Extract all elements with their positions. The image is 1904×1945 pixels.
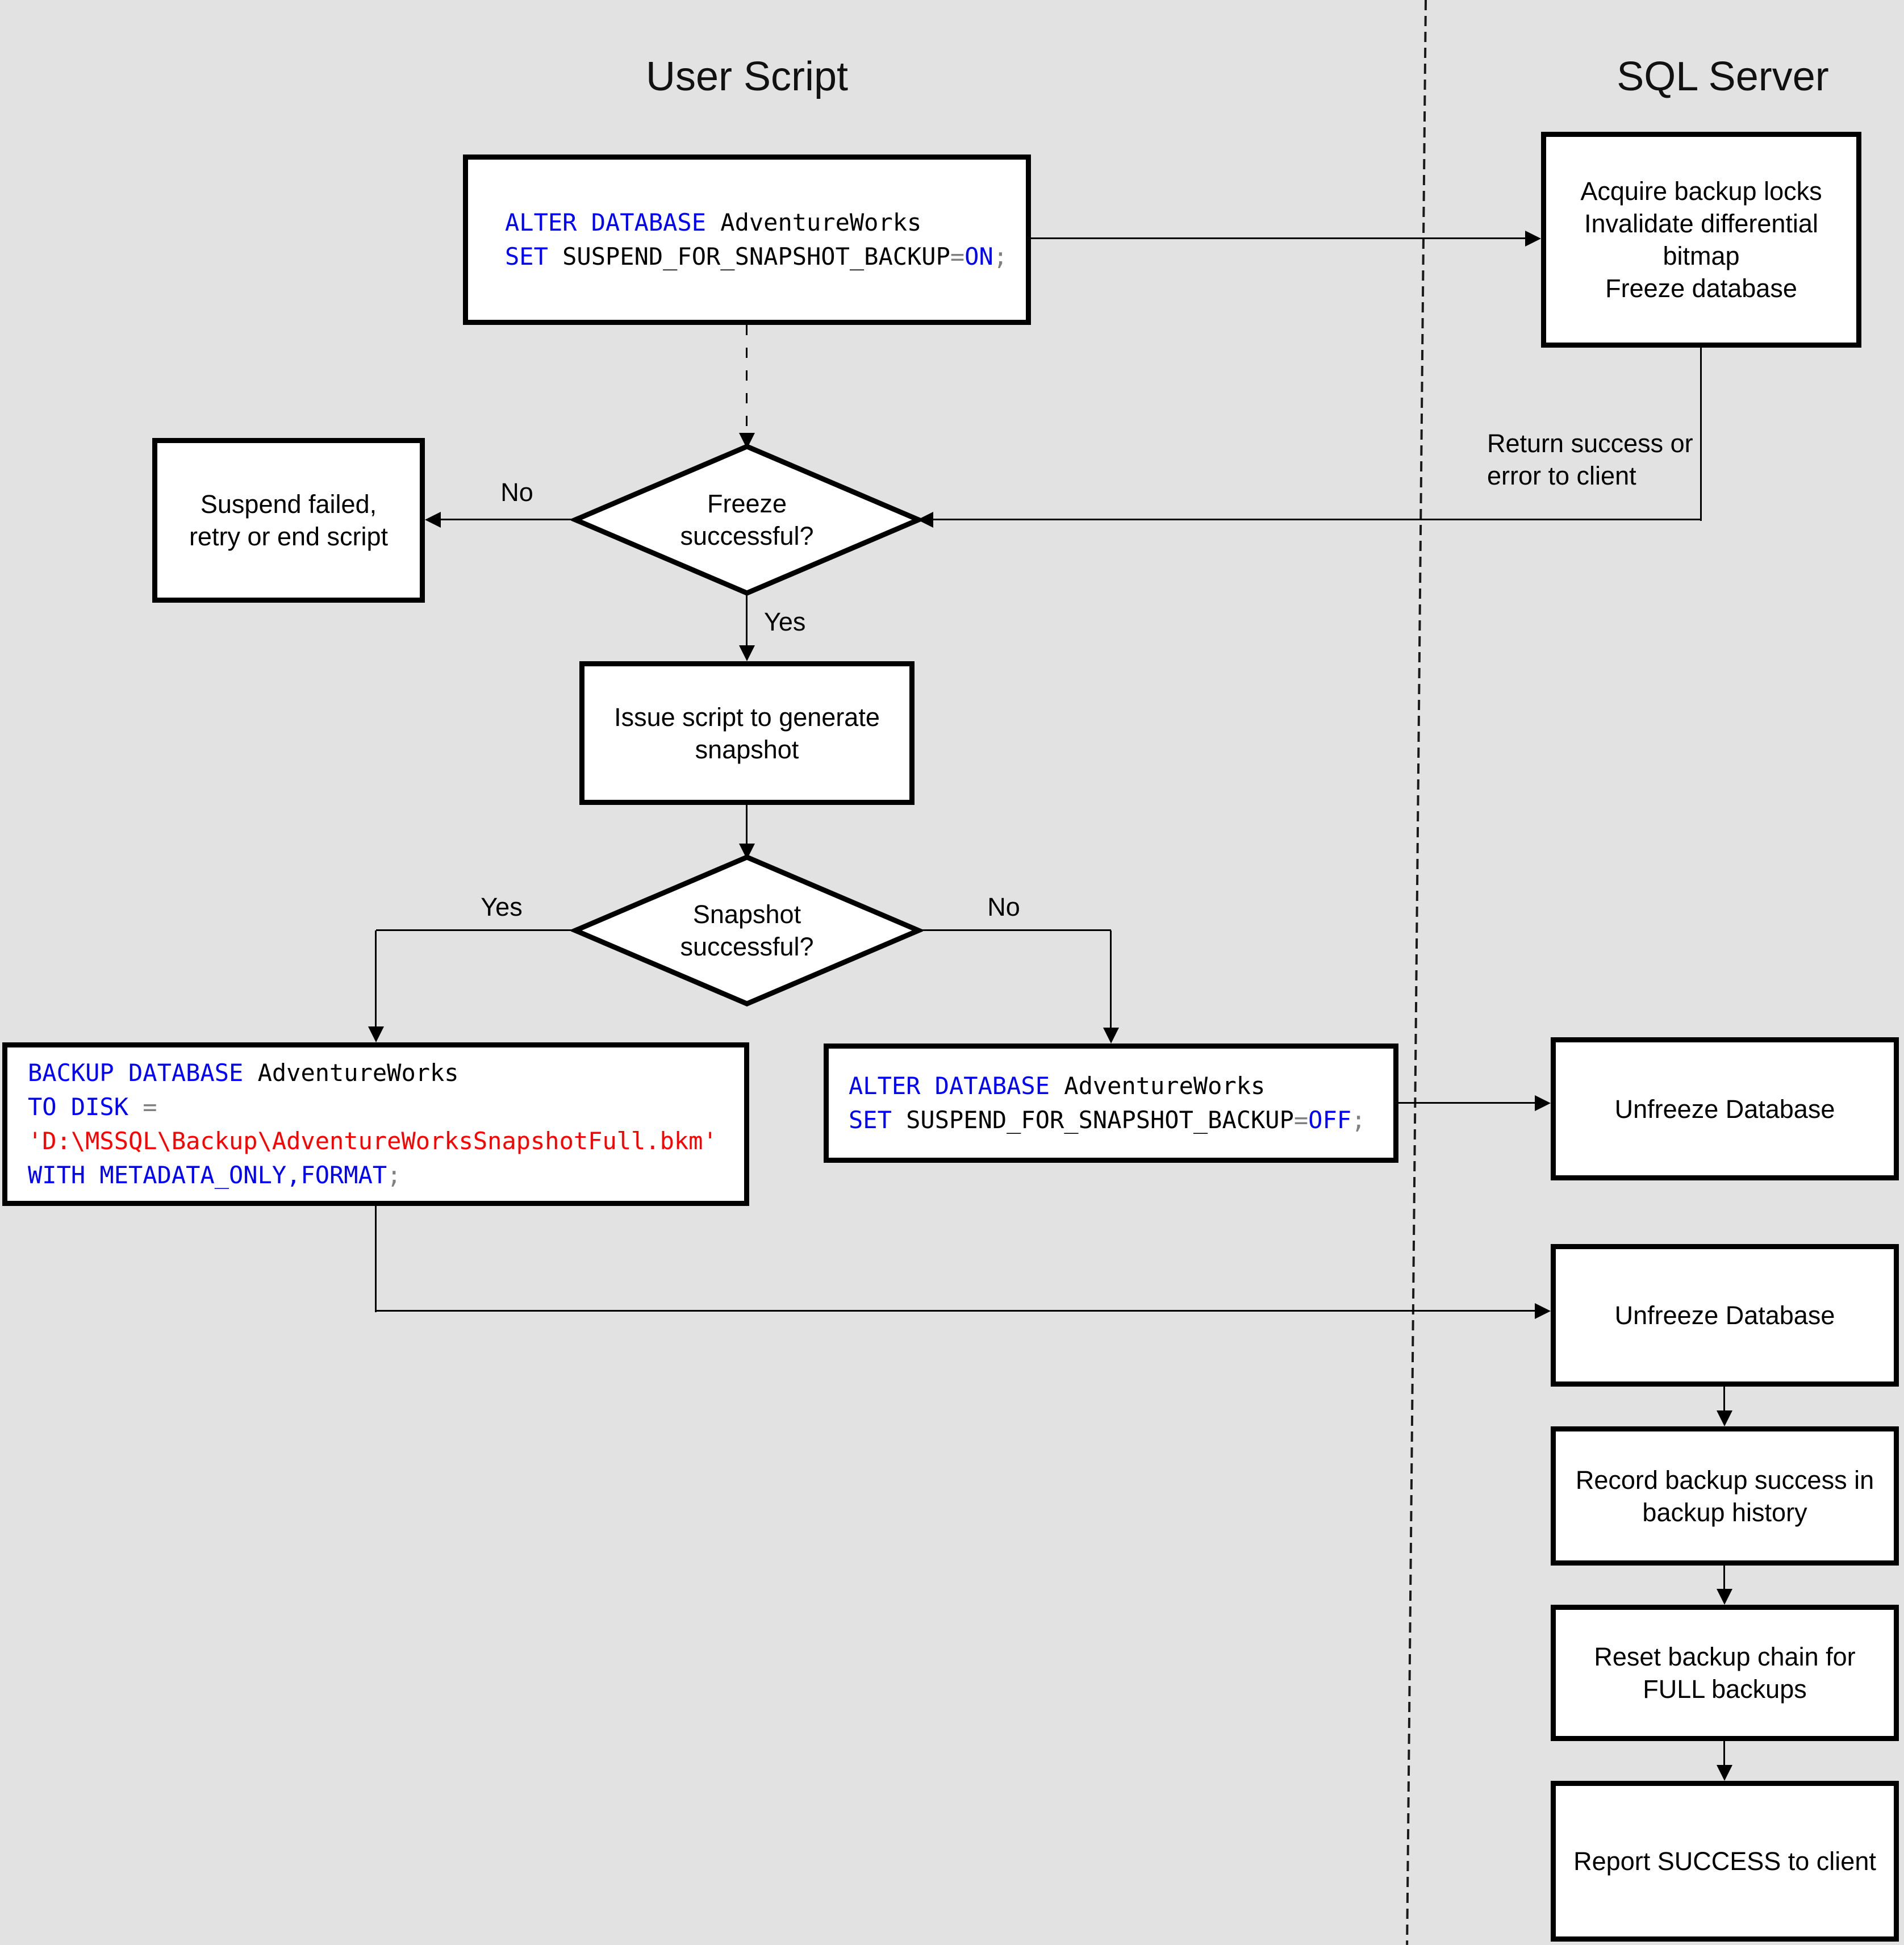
node-alter-suspend-on: ALTER DATABASE AdventureWorks SET SUSPEN… [463,155,1031,325]
sql-operator: = [950,243,965,270]
arrowhead-into-unfreeze1 [1535,1095,1551,1111]
decision-label-line: Snapshot [692,900,801,929]
edge-label-freeze-no: No [500,478,533,507]
sql-line: SET SUSPEND_FOR_SNAPSHOT_BACKUP=ON; [505,240,1008,274]
decision-snapshot-successful [571,854,923,1007]
sql-keyword: BACKUP DATABASE [28,1059,244,1087]
node-label-line: Freeze database [1605,274,1797,303]
node-report-success: Report SUCCESS to client [1551,1781,1899,1942]
connector-alter-on-to-freeze-decision [746,325,748,433]
arrowhead-into-issue-script [739,645,755,661]
sql-line: SET SUSPEND_FOR_SNAPSHOT_BACKUP=OFF; [849,1103,1366,1137]
decision-label-line: Freeze [707,489,787,518]
node-unfreeze-database-2: Unfreeze Database [1551,1244,1899,1387]
node-label-line: Acquire backup locks [1580,177,1822,206]
sql-keyword: SET [849,1106,892,1134]
node-label: Record backup success in backup history [1575,1465,1874,1527]
sql-keyword: SET [505,243,548,270]
lane-divider [1406,0,1427,1945]
connector-freeze-yes [746,591,748,645]
edge-label-snapshot-yes: Yes [481,892,523,921]
sql-line: ALTER DATABASE AdventureWorks [849,1069,1265,1103]
connector-unfreeze2-to-record [1723,1387,1725,1410]
arrowhead-into-report [1717,1765,1732,1781]
arrowhead-into-unfreeze2 [1535,1303,1551,1319]
connector-acquire-return-vertical [1700,348,1702,521]
arrowhead-into-backup [368,1026,384,1042]
sql-line: 'D:\MSSQL\Backup\AdventureWorksSnapshotF… [28,1124,717,1158]
decision-freeze-label: Freeze successful? [616,460,878,579]
connector-snapshot-no-vertical [1110,930,1112,1028]
connector-freeze-no [441,519,577,520]
decision-label-line: successful? [680,521,814,550]
lane-title-sql-server: SQL Server [1617,54,1829,99]
node-label-line: retry or end script [189,522,389,551]
node-suspend-failed: Suspend failed, retry or end script [152,438,425,603]
arrowhead-into-alter-off [1103,1028,1119,1044]
connector-issue-to-snapshot-decision [746,805,748,844]
node-label: Reset backup chain for FULL backups [1594,1642,1856,1704]
connector-acquire-return-horizontal [933,519,1702,520]
arrowhead-into-reset [1717,1589,1732,1605]
sql-line: WITH METADATA_ONLY,FORMAT; [28,1158,401,1192]
sql-operator: ; [993,243,1008,270]
connector-snapshot-no-horizontal [917,929,1111,931]
sql-line: BACKUP DATABASE AdventureWorks [28,1056,459,1090]
decision-snapshot-label: Snapshot successful? [616,871,878,990]
sql-line: ALTER DATABASE AdventureWorks [505,206,921,240]
node-acquire-freeze: Acquire backup locks Invalidate differen… [1541,132,1861,348]
lane-title-user-script: User Script [645,54,849,99]
sql-keyword: WITH METADATA_ONLY,FORMAT [28,1161,387,1189]
edge-label-freeze-yes: Yes [764,607,806,636]
connector-backup-down [375,1206,377,1312]
note-line: Return success or [1487,429,1693,458]
connector-backup-to-unfreeze2 [375,1310,1535,1312]
connector-alter-on-to-acquire [1031,237,1525,239]
sql-operator: = [1293,1106,1309,1134]
decision-snapshot-shape [571,854,923,1007]
sql-keyword: ALTER DATABASE [505,208,707,236]
sql-keyword: ON [964,243,993,270]
sql-operator: = [128,1093,157,1121]
node-label: Report SUCCESS to client [1573,1847,1876,1876]
sql-identifier: AdventureWorks [1050,1072,1266,1100]
sql-identifier: SUSPEND_FOR_SNAPSHOT_BACKUP [548,243,950,270]
arrowhead-into-suspend-failed [425,512,441,528]
node-unfreeze-database-1: Unfreeze Database [1551,1037,1899,1180]
sql-keyword: TO DISK [28,1093,129,1121]
node-label: Issue script to generate snapshot [614,702,880,764]
node-issue-snapshot-script: Issue script to generate snapshot [579,661,915,805]
node-label-line: Suspend failed, [200,490,377,519]
sql-keyword: ALTER DATABASE [849,1072,1050,1100]
node-backup-metadata-only: BACKUP DATABASE AdventureWorks TO DISK =… [2,1042,749,1206]
note-return-to-client: Return success or error to client [1487,427,1726,492]
sql-operator: ; [387,1161,402,1189]
sql-identifier: AdventureWorks [706,208,922,236]
node-label: Unfreeze Database [1614,1094,1835,1124]
sql-identifier: AdventureWorks [243,1059,459,1087]
arrowhead-into-acquire [1525,231,1541,247]
sql-line: TO DISK = [28,1090,157,1124]
sql-identifier: SUSPEND_FOR_SNAPSHOT_BACKUP [891,1106,1294,1134]
connector-snapshot-yes-horizontal [376,929,577,931]
node-record-backup-history: Record backup success in backup history [1551,1426,1899,1566]
node-alter-suspend-off: ALTER DATABASE AdventureWorks SET SUSPEN… [824,1044,1398,1163]
connector-record-to-reset [1723,1566,1725,1589]
sql-keyword: OFF [1308,1106,1352,1134]
sql-string: 'D:\MSSQL\Backup\AdventureWorksSnapshotF… [28,1127,717,1155]
sql-operator: ; [1351,1106,1366,1134]
connector-snapshot-yes-vertical [375,930,377,1026]
node-label-line: Invalidate differential bitmap [1584,209,1818,270]
decision-label-line: successful? [680,932,814,961]
edge-label-snapshot-no: No [987,892,1020,921]
note-line: error to client [1487,461,1636,490]
node-label: Unfreeze Database [1614,1301,1835,1330]
connector-reset-to-report [1723,1741,1725,1765]
connector-alter-off-to-unfreeze1 [1398,1102,1535,1104]
arrowhead-into-record [1717,1410,1732,1426]
node-reset-backup-chain: Reset backup chain for FULL backups [1551,1605,1899,1741]
